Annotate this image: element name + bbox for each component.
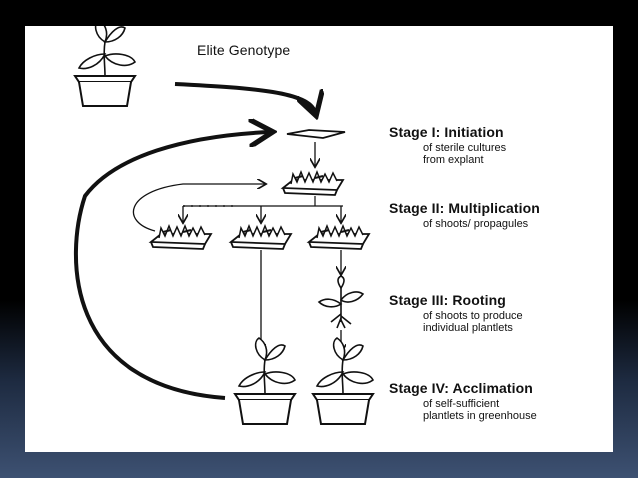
acclimation-plant-1 [234,337,296,425]
stage-3-title: Stage III: Rooting [389,292,506,308]
stage-4-desc: of self-sufficient plantlets in greenhou… [423,398,537,422]
elite-genotype-label: Elite Genotype [197,42,291,58]
stage-2-title: Stage II: Multiplication [389,200,540,216]
micropropagation-diagram [73,26,374,425]
stage-1-desc: of sterile cultures from explant [423,142,507,166]
rooted-plantlet-illustration [317,275,365,329]
arrow-acclimation-loop [73,132,269,400]
subculture-tray-2 [230,225,292,250]
stage-1-title: Stage I: Initiation [389,124,504,140]
multiplication-tray-illustration [282,171,344,196]
diagram-panel: Elite Genotype Stage I: Initiation of st… [25,26,613,452]
acclimation-plant-2 [312,337,374,425]
explant-illustration [286,129,346,139]
stage-2-desc: of shoots/ propagules [423,218,529,230]
arrow-subculture-loop [132,184,265,232]
subculture-tray-3 [308,225,370,250]
subculture-tray-1 [150,225,212,250]
arrow-elite-to-initiation [174,82,315,112]
stage-4-title: Stage IV: Acclimation [389,380,533,396]
stage-3-desc: of shoots to produce individual plantlet… [423,310,523,334]
elite-plant-illustration [74,26,136,107]
